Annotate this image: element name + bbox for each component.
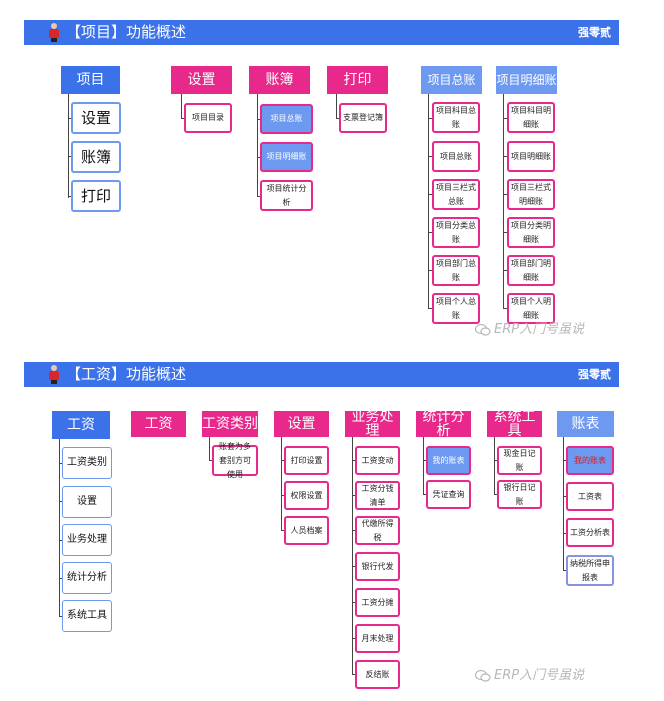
s2-group-header: 账表 — [557, 411, 614, 437]
s2-group-item: 账套为多套别方可使用 — [212, 442, 258, 479]
wechat-icon — [474, 669, 491, 682]
section2-banner: 【工资】功能概述 强零贰 — [24, 362, 619, 387]
section2-author: 强零贰 — [578, 368, 611, 381]
s2-group-item: 纳税所得申报表 — [566, 555, 614, 586]
s2-group-item: 凭证查询 — [426, 480, 471, 509]
s2-group-header: 业务处理 — [345, 410, 400, 438]
s2-group-item: 现金日记账 — [497, 446, 542, 475]
s1-root-node: 项目 — [61, 66, 120, 94]
s1-group-item: 项目科目明细账 — [507, 102, 555, 133]
s1-group-item: 项目统计分析 — [260, 180, 313, 211]
s1-group-item: 支票登记簿 — [339, 103, 387, 133]
s2-group-item: 我的账表 — [566, 446, 614, 475]
s1-group-item: 项目部门总账 — [432, 255, 480, 286]
s2-root-child: 业务处理 — [62, 524, 112, 556]
s1-group-item: 项目部门明细账 — [507, 255, 555, 286]
s2-group-item: 我的账表 — [426, 446, 471, 475]
s2-group-item: 工资分摊 — [355, 588, 400, 617]
s1-group-header: 账簿 — [249, 66, 310, 94]
s1-group-item: 项目三栏式明细账 — [507, 179, 555, 210]
s1-group-item: 项目个人总账 — [432, 293, 480, 324]
s1-root-child: 账簿 — [71, 141, 121, 173]
s1-root-child: 打印 — [71, 180, 121, 212]
s2-group-item: 代缴所得税 — [355, 516, 400, 545]
s2-group-header: 工资类别 — [202, 411, 258, 437]
s2-group-item: 工资分析表 — [566, 518, 614, 547]
s2-group-item: 反结账 — [355, 660, 400, 689]
mascot-icon — [48, 23, 60, 42]
wechat-icon — [474, 323, 491, 336]
section1-title: 【项目】功能概述 — [66, 23, 187, 41]
s1-group-header: 设置 — [171, 66, 232, 94]
s1-group-item: 项目明细账 — [260, 142, 313, 172]
s1-group-item: 项目明细账 — [507, 141, 555, 172]
s2-root-child: 工资类别 — [62, 447, 112, 479]
s2-group-header: 系统工具 — [487, 410, 542, 438]
section1-author: 强零贰 — [578, 26, 611, 39]
s1-root-child: 设置 — [71, 102, 121, 134]
s2-root-node: 工资 — [52, 411, 110, 439]
s2-root-child: 设置 — [62, 486, 112, 518]
s2-group-item: 银行日记账 — [497, 480, 542, 509]
s2-root-child: 统计分析 — [62, 562, 112, 594]
s2-root-child: 系统工具 — [62, 600, 112, 632]
s2-group-header: 工资 — [131, 411, 186, 437]
s2-group-item: 工资分钱清单 — [355, 481, 400, 510]
s1-group-header: 项目总账 — [421, 66, 482, 94]
s1-group-item: 项目总账 — [260, 104, 313, 134]
s1-group-item: 项目分类明细账 — [507, 217, 555, 248]
s2-group-item: 工资变动 — [355, 446, 400, 475]
mascot-icon — [48, 365, 60, 384]
section1-banner: 【项目】功能概述 强零贰 — [24, 20, 619, 45]
s1-group-item: 项目科目总账 — [432, 102, 480, 133]
s2-group-item: 银行代发 — [355, 552, 400, 581]
s2-group-item: 权限设置 — [284, 481, 329, 510]
s2-group-item: 月末处理 — [355, 624, 400, 653]
s2-group-header: 统计分析 — [416, 410, 471, 438]
s1-watermark: ERP入门号虽说 — [474, 318, 584, 337]
section2-title: 【工资】功能概述 — [66, 365, 187, 383]
s1-group-item: 项目目录 — [184, 103, 232, 133]
s2-group-item: 人员档案 — [284, 516, 329, 545]
s2-group-item: 打印设置 — [284, 446, 329, 475]
s1-group-item: 项目个人明细账 — [507, 293, 555, 324]
s2-group-item: 工资表 — [566, 482, 614, 511]
s1-group-header: 项目明细账 — [496, 66, 557, 94]
s1-group-item: 项目分类总账 — [432, 217, 480, 248]
s1-group-item: 项目三栏式总账 — [432, 179, 480, 210]
s1-group-item: 项目总账 — [432, 141, 480, 172]
s2-watermark: ERP入门号虽说 — [474, 664, 584, 683]
s1-group-header: 打印 — [327, 66, 388, 94]
s2-group-header: 设置 — [274, 411, 329, 437]
